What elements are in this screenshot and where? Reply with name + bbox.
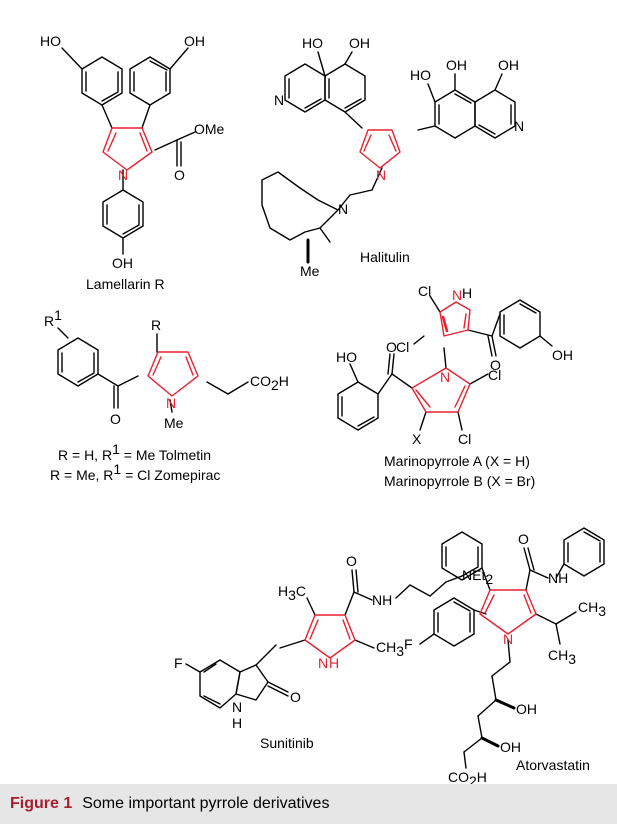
lamellarin-name: Lamellarin R xyxy=(86,276,165,292)
sunitinib-label-h-pyrrole: H xyxy=(329,655,339,671)
atorvastatin-name: Atorvastatin xyxy=(516,757,590,773)
halitulin-label-oh2: OH xyxy=(446,57,467,73)
lamellarin-label-ho: HO xyxy=(40,33,61,49)
marinopyrrole-label-o1: O xyxy=(490,357,501,373)
lamellarin-r-pyrrole-core xyxy=(102,127,153,171)
sunitinib-label-net2: NEt2 xyxy=(462,567,493,587)
sunitinib-label-ch3-right: CH3 xyxy=(376,639,404,659)
tolmetin-label-o: O xyxy=(110,411,121,427)
marinopyrrole-label-o2: O xyxy=(386,339,397,355)
lamellarin-label-oh-bottom: OH xyxy=(112,255,133,271)
atorvastatin-label-f: F xyxy=(404,636,413,652)
marinopyrrole-label-cl4: Cl xyxy=(458,431,471,447)
halitulin-label-n-ring: N xyxy=(338,201,348,217)
sunitinib-label-o-ketone: O xyxy=(290,689,301,705)
halitulin-label-n-left: N xyxy=(274,92,284,108)
figure-caption-bar: Figure 1 Some important pyrrole derivati… xyxy=(0,784,617,824)
halitulin-label-oh1: OH xyxy=(349,35,370,51)
zomepirac-name-line: R = Me, R1 = Cl Zomepirac xyxy=(50,461,220,483)
tolmetin-name-line: R = H, R1 = Me Tolmetin xyxy=(58,441,211,463)
lamellarin-label-oh-right: OH xyxy=(184,33,205,49)
chemical-structures-scheme: HO OH OMe O N OH Lamellarin R HO OH HO O… xyxy=(40,33,606,789)
sunitinib-label-n-indole: N xyxy=(232,699,242,715)
sunitinib-label-nh-amide: NH xyxy=(372,592,392,608)
sunitinib-name: Sunitinib xyxy=(260,735,314,751)
marinopyrrole-label-nh: H xyxy=(462,285,472,301)
atorvastatin-label-oh1: OH xyxy=(516,701,537,717)
atorvastatin-label-o: O xyxy=(518,531,529,547)
marinopyrrole-label-cl3: Cl xyxy=(488,367,501,383)
halitulin-label-n-right: N xyxy=(514,118,524,134)
tolmetin-label-r: R xyxy=(151,317,161,333)
marinopyrrole-label-ho: HO xyxy=(336,349,357,365)
sunitinib-label-h3c: H3C xyxy=(278,583,306,603)
halitulin-label-n-pyrrole: N xyxy=(376,167,386,183)
marinopyrrole-name-a: Marinopyrrole A (X = H) xyxy=(384,453,530,469)
halitulin-label-oh3: OH xyxy=(498,57,519,73)
figure-caption-text: Some important pyrrole derivatives xyxy=(82,795,330,812)
atorvastatin-label-n: N xyxy=(503,631,513,647)
atorvastatin-structure xyxy=(419,527,605,769)
lamellarin-label-n: N xyxy=(118,167,128,183)
halitulin-label-ho1: HO xyxy=(302,35,323,51)
lamellarin-label-o: O xyxy=(174,167,185,183)
marinopyrrole-label-oh1: OH xyxy=(552,347,573,363)
tolmetin-pyrrole-core xyxy=(147,351,199,397)
marinopyrrole-label-cl1: Cl xyxy=(418,283,431,299)
lamellarin-r-structure xyxy=(61,47,196,255)
marinopyrrole-label-n-top: N xyxy=(452,287,462,303)
tolmetin-label-n: N xyxy=(166,395,176,411)
sunitinib-label-f: F xyxy=(174,655,183,671)
marinopyrrole-label-n: N xyxy=(440,369,450,385)
atorvastatin-label-co2h: CO2H xyxy=(448,769,487,789)
marinopyrrole-name-b: Marinopyrrole B (X = Br) xyxy=(384,473,535,489)
atorvastatin-label-ch3-a: CH3 xyxy=(578,599,606,619)
atorvastatin-label-oh2: OH xyxy=(500,739,521,755)
marinopyrrole-structure xyxy=(337,295,553,431)
sunitinib-structure xyxy=(185,569,463,709)
marinopyrrole-pyrrole-cores xyxy=(411,301,471,413)
tolmetin-label-r1: R1 xyxy=(44,307,62,329)
atorvastatin-label-nh: NH xyxy=(548,570,568,586)
halitulin-pyrrole-core xyxy=(359,129,401,169)
lamellarin-label-ome: OMe xyxy=(194,121,225,137)
marinopyrrole-label-cl2: Cl xyxy=(396,339,409,355)
halitulin-name: Halitulin xyxy=(360,249,410,265)
halitulin-label-ho2: HO xyxy=(410,67,431,83)
sunitinib-label-h-indole: H xyxy=(232,715,242,731)
halitulin-structure xyxy=(261,51,516,264)
marinopyrrole-label-x: X xyxy=(412,431,422,447)
atorvastatin-pyrrole-core xyxy=(479,589,537,635)
atorvastatin-label-ch3-b: CH3 xyxy=(548,647,576,667)
figure-caption-label: Figure 1 xyxy=(10,795,73,812)
tolmetin-structure xyxy=(57,327,249,413)
tolmetin-label-co2h: CO2H xyxy=(250,373,289,393)
sunitinib-label-o-amide: O xyxy=(346,553,357,569)
sunitinib-pyrrole-core xyxy=(304,614,356,659)
tolmetin-label-me: Me xyxy=(164,415,184,431)
halitulin-label-me: Me xyxy=(300,263,320,279)
sunitinib-label-n-pyrrole: N xyxy=(318,655,328,671)
